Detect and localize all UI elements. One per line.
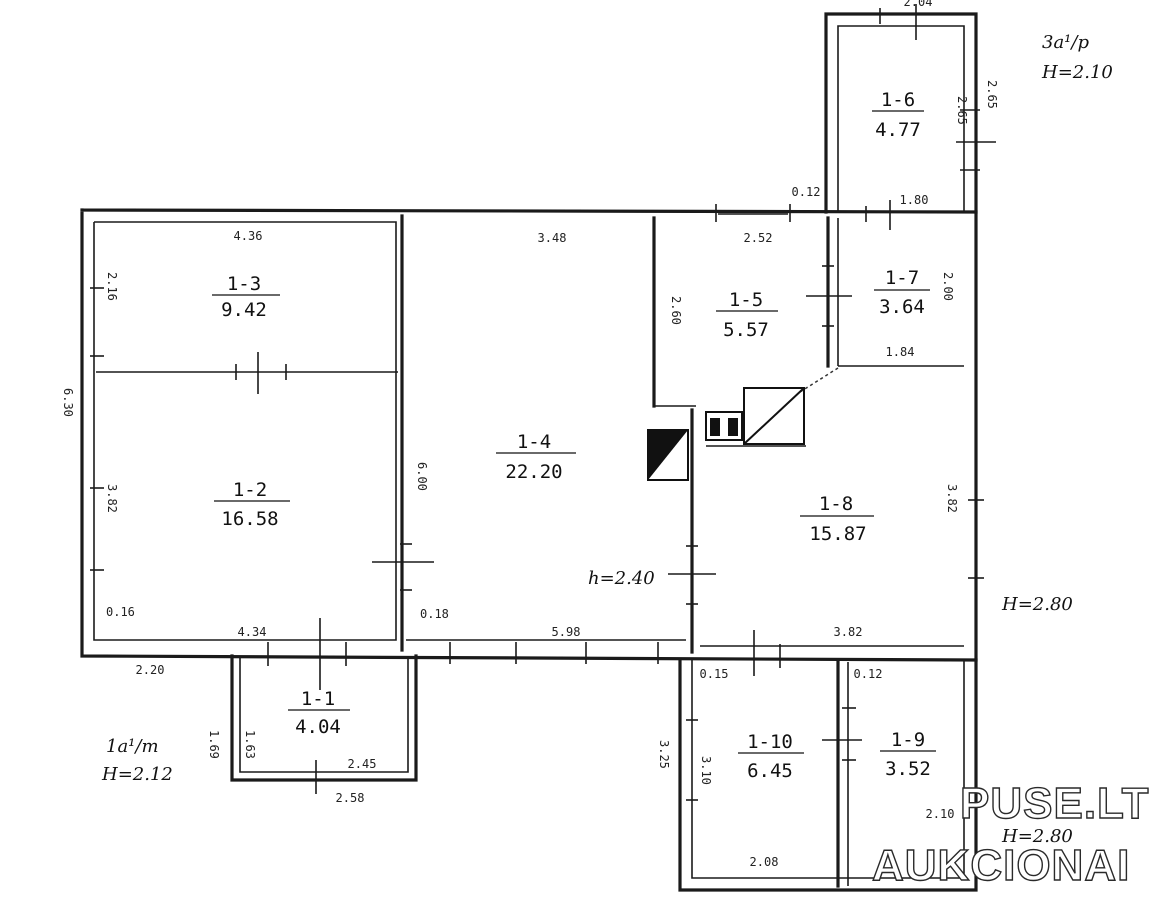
room-id: 1-4	[517, 431, 551, 453]
room-id: 1-10	[747, 731, 793, 753]
inner-height: h=2.40	[588, 568, 655, 589]
porch-label: 1a¹/m	[106, 736, 159, 757]
dim-label: 1.84	[886, 345, 915, 359]
dim-label: 2.65	[955, 96, 969, 125]
room-id: 1-3	[227, 273, 261, 295]
dim-label: 1.80	[900, 193, 929, 207]
room-id: 1-9	[891, 729, 925, 751]
dim-label: 3.48	[538, 231, 567, 245]
room-1-6: 1-6 4.77	[872, 89, 924, 141]
dim-label: 2.52	[744, 231, 773, 245]
room-area: 16.58	[221, 508, 278, 530]
room-id: 1-2	[233, 479, 267, 501]
interior-walls	[96, 214, 964, 888]
dim-label: 6.00	[415, 462, 429, 491]
dim-label: 1.69	[207, 730, 221, 759]
room-1-1: 1-1 4.04	[288, 688, 350, 738]
room-area: 3.52	[885, 758, 931, 780]
dim-label: 2.04	[904, 0, 933, 9]
watermark-line2: AUKCIONAI	[872, 841, 1130, 890]
dim-label: 2.08	[750, 855, 779, 869]
dim-label: 0.16	[106, 605, 135, 619]
porch-height: H=2.12	[101, 764, 173, 785]
watermark-line1: PUSE.LT	[960, 779, 1150, 828]
watermark: PUSE.LT AUKCIONAI	[871, 778, 1150, 890]
dim-label: 2.10	[926, 807, 955, 821]
dim-label: 3.82	[105, 484, 119, 513]
stove-blocks	[647, 387, 805, 481]
room-1-4: 1-4 22.20	[496, 431, 576, 483]
opening-ticks	[90, 4, 996, 801]
room-area: 3.64	[879, 296, 925, 318]
room-1-10: 1-10 6.45	[738, 731, 804, 782]
room-area: 4.77	[875, 119, 921, 141]
dim-label: 3.82	[834, 625, 863, 639]
room-1-3: 1-3 9.42	[212, 273, 280, 321]
room-id: 1-6	[881, 89, 915, 111]
dimension-labels: 2.04 2.65 2.65 0.12 1.80 4.36 3.48 2.52 …	[61, 0, 999, 869]
dim-label: 2.45	[348, 757, 377, 771]
room-1-7: 1-7 3.64	[874, 267, 930, 318]
dim-label: 2.65	[985, 80, 999, 109]
dim-label: 0.12	[792, 185, 821, 199]
room-area: 9.42	[221, 299, 267, 321]
attic-label: 3a¹/p	[1042, 32, 1089, 53]
dim-label: 2.60	[669, 296, 683, 325]
dim-label: 3.25	[657, 740, 671, 769]
room-labels: 1-1 4.04 1-2 16.58 1-3 9.42 1-4 22.20 1-…	[212, 89, 936, 782]
annex-height: H=2.80	[1001, 826, 1073, 847]
dim-label: 2.58	[336, 791, 365, 805]
dim-label: 4.34	[238, 625, 267, 639]
dim-label: 0.12	[854, 667, 883, 681]
main-height: H=2.80	[1001, 594, 1073, 615]
dim-label: 2.20	[136, 663, 165, 677]
room-id: 1-8	[819, 493, 853, 515]
dim-label: 0.15	[700, 667, 729, 681]
room-1-5: 1-5 5.57	[716, 289, 778, 341]
dim-label: 2.16	[105, 272, 119, 301]
dim-label: 6.30	[61, 388, 75, 417]
outer-walls	[80, 12, 978, 892]
dim-label: 1.63	[243, 730, 257, 759]
room-id: 1-1	[301, 688, 335, 710]
room-area: 4.04	[295, 716, 341, 738]
room-area: 15.87	[809, 523, 866, 545]
dim-label: 2.00	[941, 272, 955, 301]
room-area: 6.45	[747, 760, 793, 782]
dim-label: 3.10	[699, 756, 713, 785]
room-1-2: 1-2 16.58	[214, 479, 290, 530]
room-area: 5.57	[723, 319, 769, 341]
room-area: 22.20	[505, 461, 562, 483]
room-1-8: 1-8 15.87	[800, 493, 874, 545]
notes: 3a¹/p H=2.10 H=2.80 h=2.40 1a¹/m H=2.12 …	[101, 32, 1113, 847]
dim-label: 0.18	[420, 607, 449, 621]
room-1-9: 1-9 3.52	[880, 729, 936, 780]
attic-height: H=2.10	[1041, 62, 1113, 83]
room-id: 1-5	[729, 289, 763, 311]
dim-label: 3.82	[945, 484, 959, 513]
room-id: 1-7	[885, 267, 919, 289]
dim-label: 5.98	[552, 625, 581, 639]
dim-label: 4.36	[234, 229, 263, 243]
